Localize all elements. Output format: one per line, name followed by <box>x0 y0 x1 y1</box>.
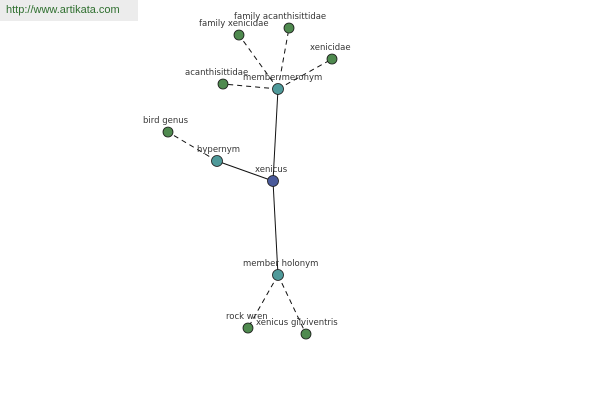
node-member-meronym[interactable]: member meronym <box>243 73 322 95</box>
node-bird-genus[interactable]: bird genus <box>143 116 189 138</box>
edge-member-meronym-to-acanthisittidae <box>222 83 279 90</box>
node-dot-xenicus[interactable] <box>267 175 279 187</box>
node-label-member-meronym: member meronym <box>243 73 322 83</box>
edge-member-holonym-to-xenicus-gilviventris <box>277 274 307 335</box>
node-xenicus[interactable]: xenicus <box>255 165 288 187</box>
node-hypernym[interactable]: hypernym <box>197 145 240 167</box>
node-label-bird-genus: bird genus <box>143 116 189 126</box>
node-rock-wren[interactable]: rock wren <box>226 312 268 334</box>
node-dot-rock-wren[interactable] <box>242 322 254 334</box>
edge-member-holonym-to-rock-wren <box>247 274 279 329</box>
edge-member-meronym-to-family-acanthisittidae <box>277 27 290 90</box>
node-dot-bird-genus[interactable] <box>162 126 174 138</box>
edge-member-meronym-to-xenicidae <box>277 58 333 90</box>
edges-layer <box>167 27 333 335</box>
node-label-family-xenicidae: family xenicidae <box>199 19 269 29</box>
edge-member-meronym-to-family-xenicidae <box>238 34 279 90</box>
node-family-xenicidae[interactable]: family xenicidae <box>199 19 269 41</box>
nodes-layer: xenicus member meronym hypernym member holo… <box>143 12 351 340</box>
node-xenicus-gilviventris[interactable]: xenicus gilviventris <box>256 318 338 340</box>
node-dot-xenicidae[interactable] <box>326 53 338 65</box>
node-xenicidae[interactable]: xenicidae <box>310 43 351 65</box>
node-label-hypernym: hypernym <box>197 145 240 155</box>
node-label-xenicus: xenicus <box>255 165 288 175</box>
edge-xenicus-to-member-holonym <box>272 180 279 276</box>
node-label-xenicus-gilviventris: xenicus gilviventris <box>256 318 338 328</box>
edge-hypernym-to-bird-genus <box>167 131 218 162</box>
node-member-holonym[interactable]: member holonym <box>243 259 318 281</box>
node-dot-family-acanthisittidae[interactable] <box>283 22 295 34</box>
node-label-acanthisittidae: acanthisittidae <box>185 68 248 78</box>
node-dot-xenicus-gilviventris[interactable] <box>300 328 312 340</box>
node-dot-member-holonym[interactable] <box>272 269 284 281</box>
node-family-acanthisittidae[interactable]: family acanthisittidae <box>234 12 326 34</box>
watermark-link[interactable]: http://www.artikata.com <box>0 0 138 21</box>
node-label-family-acanthisittidae: family acanthisittidae <box>234 12 326 22</box>
node-dot-acanthisittidae[interactable] <box>217 78 229 90</box>
edge-xenicus-to-member-meronym <box>272 88 279 182</box>
node-dot-family-xenicidae[interactable] <box>233 29 245 41</box>
node-acanthisittidae[interactable]: acanthisittidae <box>185 68 248 90</box>
node-label-xenicidae: xenicidae <box>310 43 351 53</box>
node-label-rock-wren: rock wren <box>226 312 268 322</box>
node-dot-member-meronym[interactable] <box>272 83 284 95</box>
edge-xenicus-to-hypernym <box>216 160 274 182</box>
node-label-member-holonym: member holonym <box>243 259 318 269</box>
node-dot-hypernym[interactable] <box>211 155 223 167</box>
